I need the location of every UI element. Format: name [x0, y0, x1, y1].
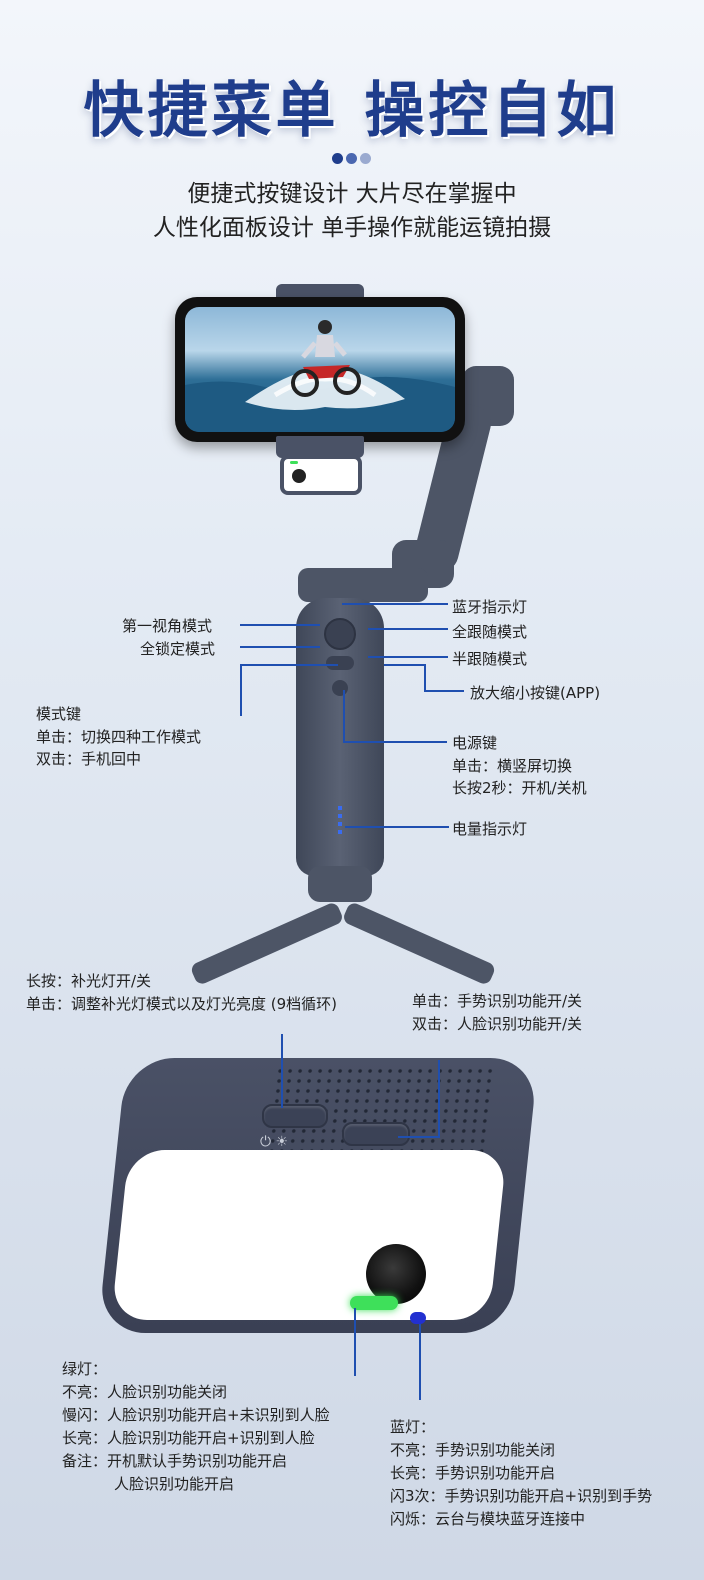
line-left-button	[281, 1034, 283, 1108]
line-full-follow	[368, 628, 448, 630]
label-zoom-button: 放大缩小按键(APP)	[470, 684, 601, 702]
power-light-icon: ⏻ ☀	[260, 1134, 289, 1150]
label-full-lock-mode: 全锁定模式	[140, 640, 216, 658]
label-green-light-note-2: 人脸识别功能开启	[114, 1475, 235, 1493]
light-control-button[interactable]	[262, 1104, 328, 1128]
line-zoom-h2	[424, 690, 464, 692]
label-power-key-single: 单击：横竖屏切换	[452, 757, 573, 775]
label-half-follow-mode: 半跟随模式	[452, 650, 528, 668]
line-green-led	[354, 1308, 356, 1376]
gimbal-handle	[296, 598, 384, 876]
label-green-light-slow-blink: 慢闪：人脸识别功能开启+未识别到人脸	[62, 1406, 330, 1424]
label-mode-key-single: 单击：切换四种工作模式	[36, 728, 202, 746]
mode-button[interactable]	[326, 656, 354, 670]
motocross-photo	[185, 320, 455, 432]
label-full-follow-mode: 全跟随模式	[452, 623, 528, 641]
subtitle-line-1: 便捷式按键设计 大片尽在掌握中	[187, 181, 517, 207]
label-left-button-single: 单击：调整补光灯模式以及灯光亮度 (9档循环)	[26, 995, 338, 1013]
fill-light-panel	[111, 1150, 507, 1320]
tripod-leg-right	[341, 900, 497, 987]
label-green-light-title: 绿灯：	[62, 1360, 108, 1378]
dot-3	[360, 153, 371, 164]
line-bluetooth	[342, 603, 448, 605]
subtitle-line-2: 人性化面板设计 单手操作就能运镜拍摄	[152, 215, 552, 241]
line-power-v	[343, 690, 345, 742]
phone-screen-image	[185, 307, 455, 432]
tripod-base	[308, 866, 372, 902]
module-led-small	[290, 461, 298, 464]
gimbal-arm-lower	[298, 568, 428, 602]
label-green-light-note: 备注：开机默认手势识别功能开启	[62, 1452, 288, 1470]
gimbal-illustration	[175, 284, 514, 987]
fill-light-module-small	[280, 455, 362, 495]
label-power-key-long: 长按2秒：开机/关机	[452, 779, 587, 797]
line-first-person	[240, 624, 320, 626]
label-left-button-long: 长按：补光灯开/关	[26, 972, 152, 990]
label-blue-light-off: 不亮：手势识别功能关闭	[390, 1441, 556, 1459]
page-title: 快捷菜单 操控自如	[83, 76, 621, 146]
phone	[175, 297, 465, 442]
line-right-button-h	[398, 1136, 440, 1138]
label-blue-light-flash: 闪烁：云台与模块蓝牙连接中	[390, 1510, 586, 1528]
label-first-person-mode: 第一视角模式	[122, 617, 213, 635]
green-led	[350, 1296, 398, 1310]
title-dots	[332, 153, 372, 165]
label-blue-light-title: 蓝灯：	[390, 1418, 436, 1436]
tripod-leg-left	[189, 900, 345, 987]
blue-led	[410, 1312, 426, 1324]
label-mode-key-double: 双击：手机回中	[36, 750, 142, 768]
line-zoom-h1	[384, 664, 426, 666]
label-battery-indicator: 电量指示灯	[452, 820, 528, 838]
line-power-h	[343, 741, 447, 743]
recognition-control-button[interactable]	[342, 1122, 410, 1146]
camera-lens-icon	[366, 1244, 426, 1304]
label-mode-key-title: 模式键	[36, 705, 82, 723]
line-mode-key-v	[240, 664, 242, 716]
label-blue-light-blink3: 闪3次：手势识别功能开启+识别到手势	[390, 1487, 653, 1505]
line-right-button-v	[438, 1060, 440, 1138]
label-green-light-off: 不亮：人脸识别功能关闭	[62, 1383, 228, 1401]
label-blue-light-on: 长亮：手势识别功能开启	[390, 1464, 556, 1482]
line-zoom-v	[424, 664, 426, 692]
line-full-lock	[240, 646, 320, 648]
label-bluetooth-indicator: 蓝牙指示灯	[452, 598, 528, 616]
phone-clamp-bottom	[276, 436, 364, 458]
dot-2	[346, 153, 357, 164]
line-blue-led	[419, 1324, 421, 1400]
line-half-follow	[368, 656, 448, 658]
joystick-icon	[324, 618, 356, 650]
module-lens-icon	[292, 469, 306, 483]
dot-1	[332, 153, 343, 164]
label-green-light-on: 长亮：人脸识别功能开启+识别到人脸	[62, 1429, 315, 1447]
line-battery	[345, 826, 449, 828]
line-mode-key-h	[240, 664, 338, 666]
label-right-button-double: 双击：人脸识别功能开/关	[412, 1015, 583, 1033]
power-button[interactable]	[332, 680, 348, 696]
battery-led-strip	[338, 806, 342, 836]
label-right-button-single: 单击：手势识别功能开/关	[412, 992, 583, 1010]
label-power-key-title: 电源键	[452, 734, 498, 752]
